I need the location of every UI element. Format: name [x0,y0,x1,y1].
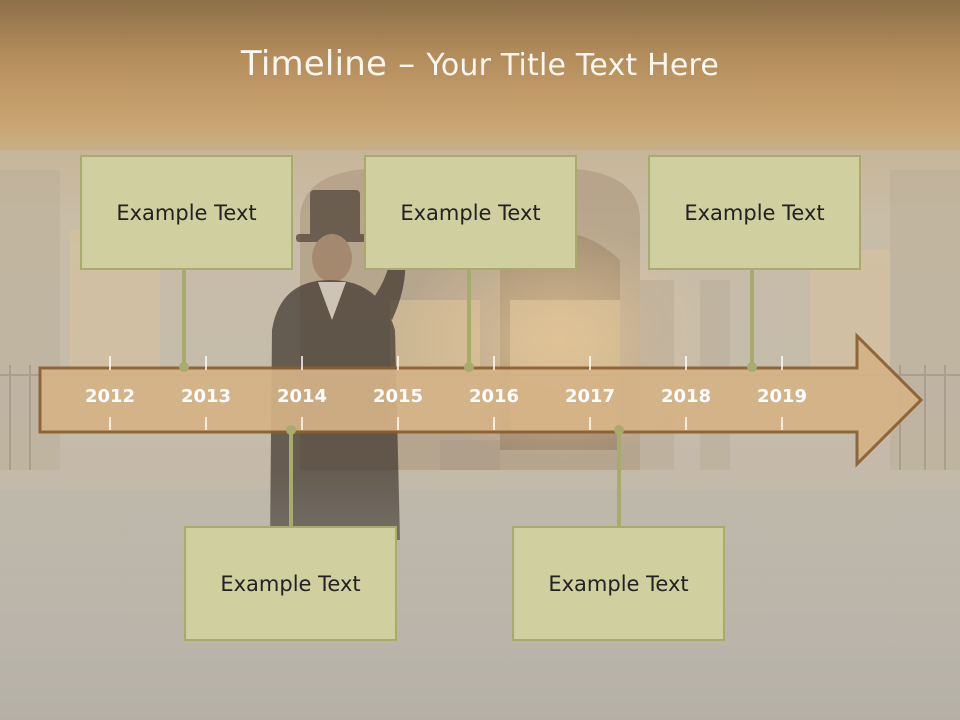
slide-title: Timeline – Your Title Text Here [0,44,960,84]
event-text: Example Text [220,571,361,596]
connector-dot [179,362,189,372]
year-label: 2019 [756,386,808,407]
year-label: 2018 [660,386,712,407]
event-box-top-2: Example Text [364,155,577,270]
event-box-top-1: Example Text [80,155,293,270]
event-box-bottom-1: Example Text [184,526,397,641]
event-text: Example Text [400,200,541,225]
connector-dot [286,425,296,435]
connector-line [467,268,471,366]
title-main: Timeline – [240,44,427,84]
event-box-top-3: Example Text [648,155,861,270]
title-subtitle: Your Title Text Here [426,48,720,83]
year-label: 2015 [372,386,424,407]
year-label: 2012 [84,386,136,407]
event-box-bottom-2: Example Text [512,526,725,641]
year-label: 2016 [468,386,520,407]
connector-dot [464,362,474,372]
connector-dot [747,362,757,372]
event-text: Example Text [684,200,825,225]
connector-dot [614,425,624,435]
year-label: 2013 [180,386,232,407]
connector-line [617,432,621,528]
year-label: 2017 [564,386,616,407]
event-text: Example Text [548,571,689,596]
connector-line [182,268,186,366]
year-label: 2014 [276,386,328,407]
connector-line [289,432,293,528]
year-ticks [109,356,783,430]
event-text: Example Text [116,200,257,225]
connector-line [750,268,754,366]
